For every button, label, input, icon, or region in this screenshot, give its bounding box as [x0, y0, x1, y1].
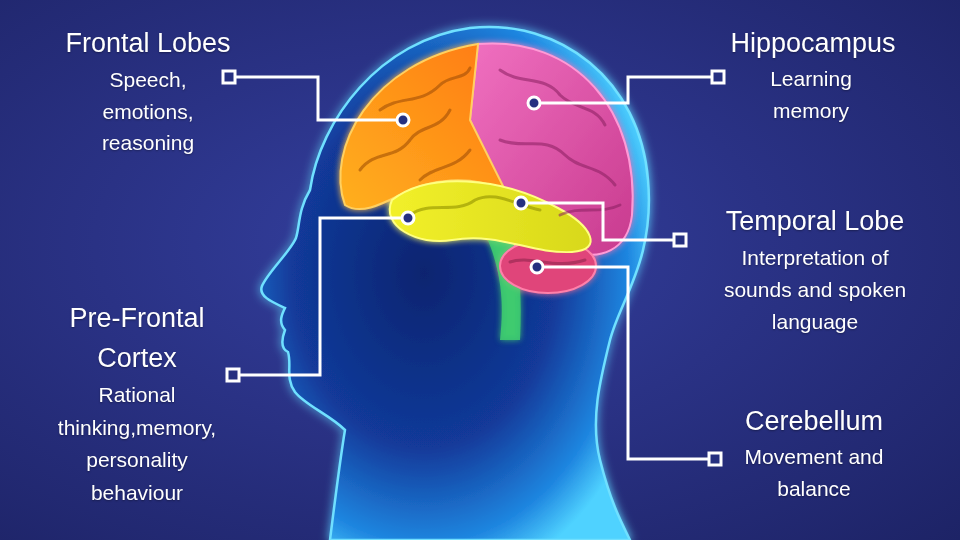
leader-ends — [223, 71, 724, 465]
function-description: Learning memory — [756, 63, 866, 127]
region-name: Cerebellum — [704, 405, 924, 437]
region-dot — [515, 197, 527, 209]
brain — [340, 43, 632, 340]
fold — [560, 205, 620, 215]
fold — [510, 260, 585, 264]
leader-line — [543, 267, 709, 459]
label-square — [227, 369, 239, 381]
leader-line — [540, 77, 712, 103]
region-name: Hippocampus — [703, 27, 923, 59]
function-description: Speech, emotions, reasoning — [83, 64, 213, 159]
label-square — [709, 453, 721, 465]
region-name: Temporal Lobe — [685, 205, 945, 237]
function-description: Rational thinking,memory, personality be… — [46, 379, 228, 509]
function-description: Interpretation of sounds and spoken lang… — [713, 242, 918, 338]
fold — [500, 140, 615, 185]
fold — [410, 197, 540, 215]
leader-line — [527, 203, 674, 240]
label-square — [712, 71, 724, 83]
fold — [380, 68, 470, 110]
region-dot — [531, 261, 543, 273]
region-dot — [397, 114, 409, 126]
leader-line — [239, 218, 402, 375]
leader-line — [235, 77, 397, 120]
brain-folds — [360, 68, 620, 264]
region-dot — [402, 212, 414, 224]
region-dot — [528, 97, 540, 109]
fold — [420, 150, 470, 180]
function-description: Movement and balance — [734, 441, 894, 505]
temporal-region — [390, 181, 591, 252]
label-square — [223, 71, 235, 83]
label-square — [674, 234, 686, 246]
fold — [500, 70, 605, 125]
leader-lines — [235, 77, 712, 459]
region-name: Frontal Lobes — [18, 27, 278, 59]
region-name: Pre-Frontal Cortex — [57, 298, 217, 378]
